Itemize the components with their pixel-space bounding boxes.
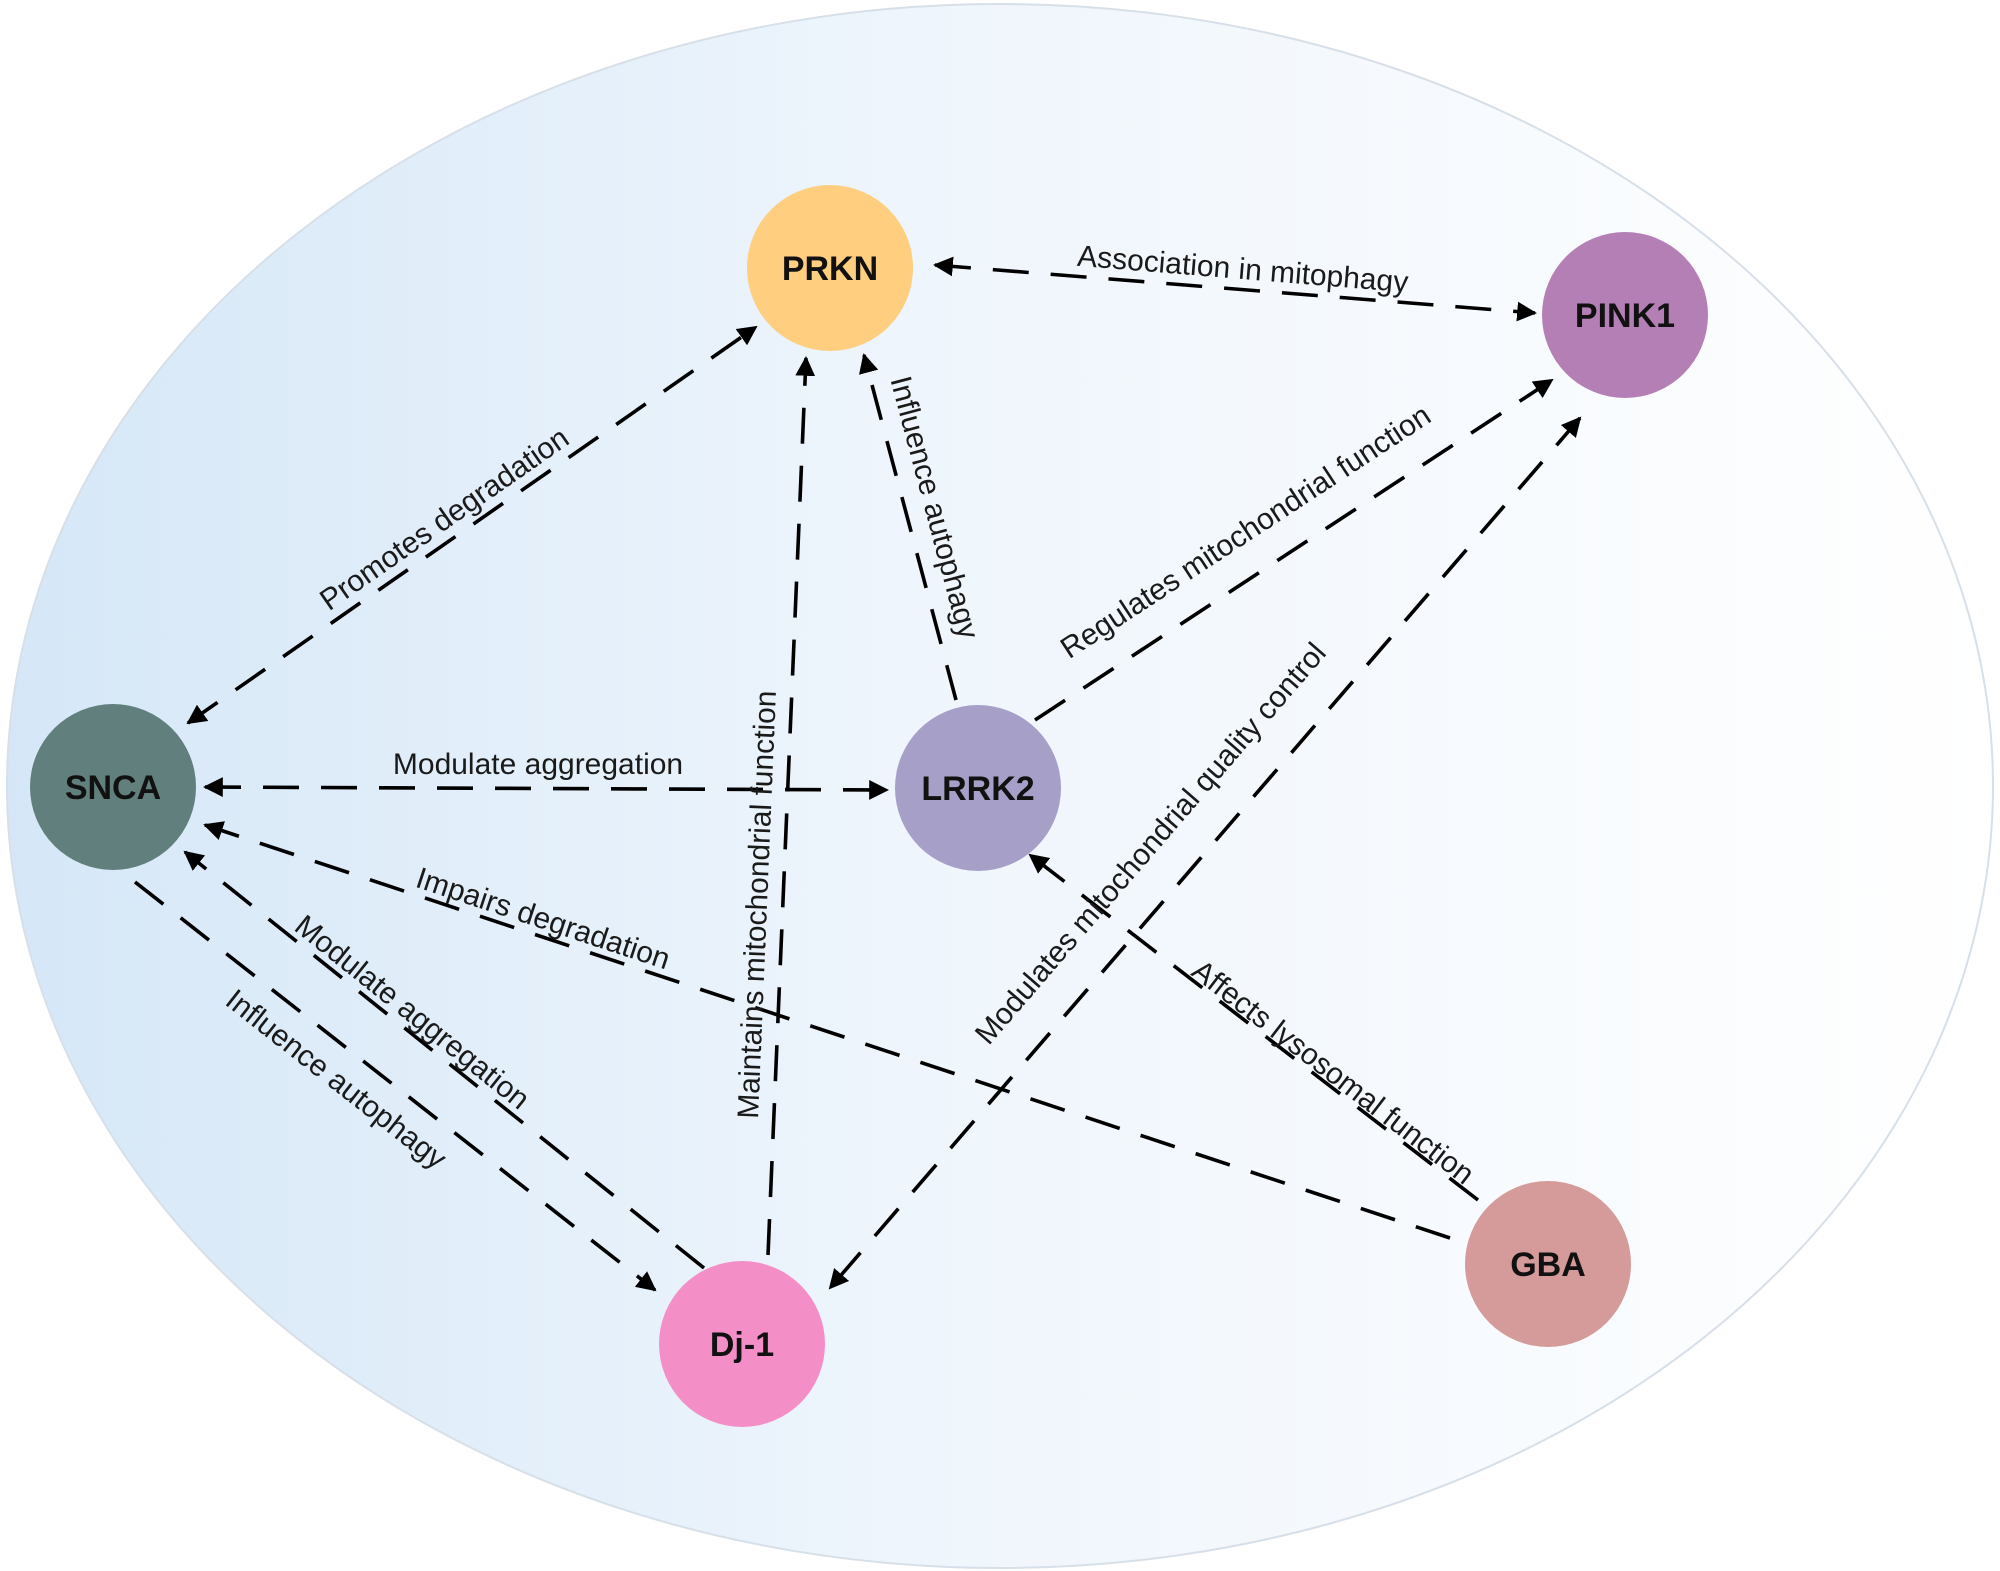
node-pink1: PINK1 [1542,232,1708,398]
node-pink1-circle [1542,232,1708,398]
edge-gba-snca [203,821,1451,1240]
node-lrrk2-label: LRRK2 [921,770,1034,808]
node-gba: GBA [1465,1181,1631,1347]
edge-pink1-dj1 [828,416,1582,1290]
node-gba-label: GBA [1510,1246,1586,1284]
node-dj1: Dj-1 [659,1261,825,1427]
label-modulate-aggregation-lrrk2: Modulate aggregation [393,748,683,781]
edge-snca-dj1 [133,880,657,1292]
edge-prkn-pink1 [933,256,1537,322]
node-snca: SNCA [30,704,196,870]
edge-gba-lrrk2 [1028,853,1480,1202]
node-snca-label: SNCA [65,769,161,807]
node-dj1-circle [659,1261,825,1427]
edge-dj1-prkn [766,356,816,1256]
node-prkn-circle [747,185,913,351]
node-dj1-label: Dj-1 [710,1326,774,1364]
edge-dj1-snca [183,850,706,1270]
edges [133,256,1582,1292]
node-pink1-label: PINK1 [1575,297,1675,335]
node-lrrk2: LRRK2 [895,705,1061,871]
node-prkn-label: PRKN [782,250,878,288]
node-prkn: PRKN [747,185,913,351]
node-snca-circle [30,704,196,870]
node-gba-circle [1465,1181,1631,1347]
node-lrrk2-circle [895,705,1061,871]
